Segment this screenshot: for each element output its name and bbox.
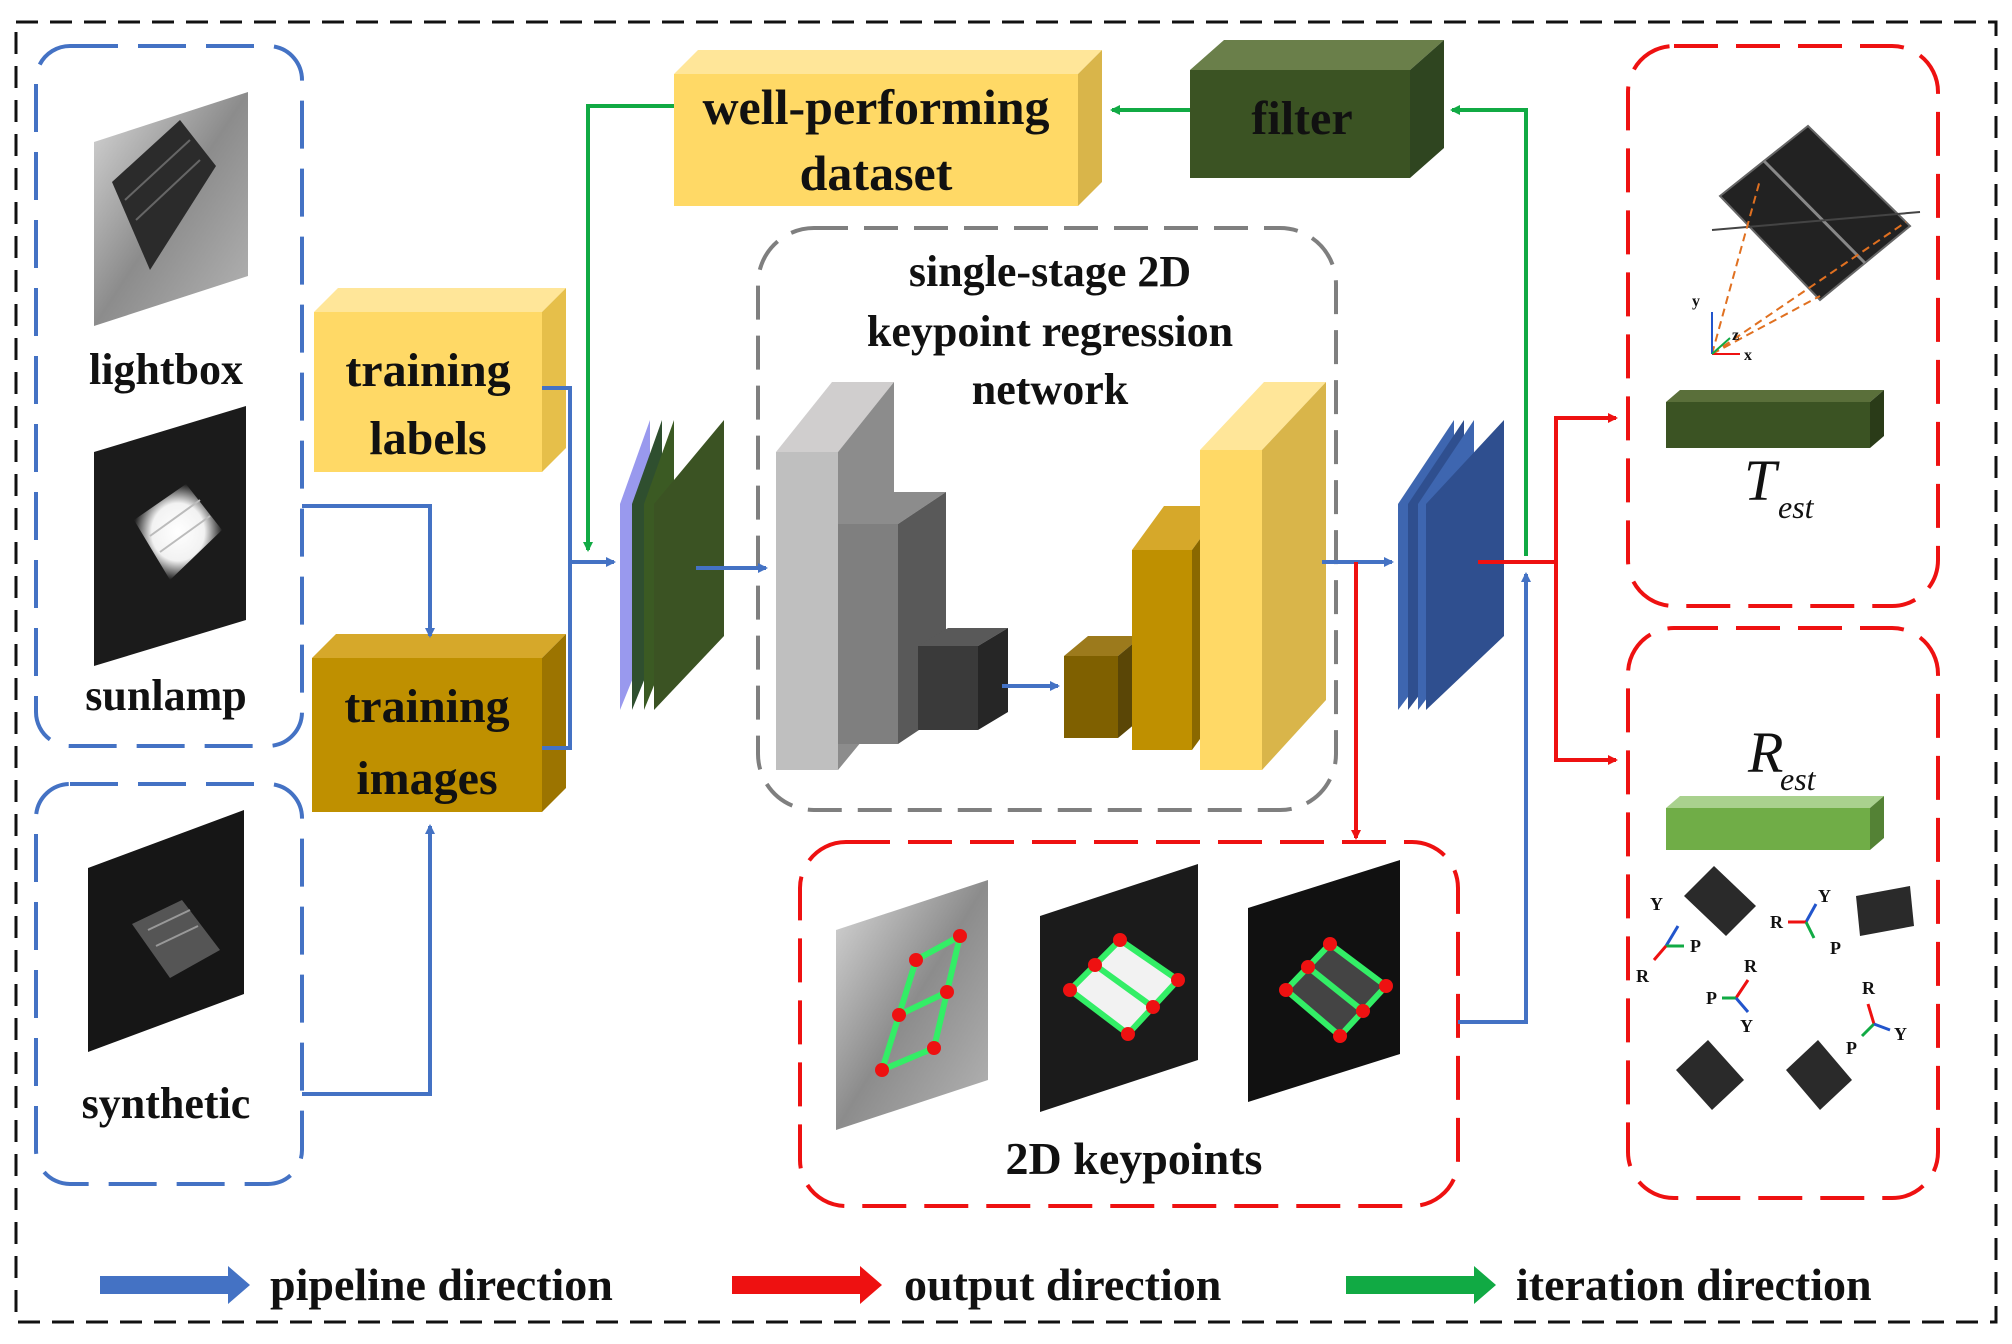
synthetic-images-frame [34,782,304,1186]
training-labels-line1: training [345,344,510,397]
sunlamp-label: sunlamp [85,671,246,720]
rotation-frame [1626,626,1940,1200]
translation-frame [1626,44,1940,608]
network-line1: single-stage 2D [909,247,1191,296]
rot-y4-label: Y [1894,1024,1907,1044]
network-line2: keypoint regression [867,307,1233,356]
keypoints-image-synthetic [1248,860,1400,1102]
keypoints-label: 2D keypoints [1006,1133,1263,1184]
filter-label: filter [1251,92,1352,145]
lightbox-label: lightbox [89,345,243,394]
network-frame [756,226,1338,812]
training-images-line1: training [344,680,509,733]
translation-visual: y z x [1692,124,1921,364]
keypoints-image-sunlamp [1040,864,1198,1112]
translation-bar [1666,390,1884,448]
training-images-line2: images [356,752,497,805]
axis-x-label: x [1744,347,1752,364]
lightbox-image [94,92,248,326]
decoder-block-3 [1200,382,1326,770]
legend-pipeline-label: pipeline direction [270,1259,613,1310]
filter-block: filter [1190,40,1444,178]
rot-y3-label: Y [1740,1016,1753,1036]
dataset-line1: well-performing [702,79,1049,135]
output-tensor-stack [1398,420,1504,710]
legend-iteration-arrow [1346,1266,1496,1304]
keypoints-image-lightbox [836,880,988,1130]
training-labels-block: training labels [314,288,566,472]
network-line3: network [972,365,1129,414]
rotation-symbol: R [1747,720,1783,785]
outer-frame [14,20,1998,1324]
well-performing-dataset-block: well-performing dataset [674,50,1102,206]
rot-y-label: Y [1650,894,1663,914]
pipeline-arrows [302,386,1531,1096]
synthetic-label: synthetic [82,1079,251,1128]
legend-iteration-label: iteration direction [1516,1259,1872,1310]
real-images-frame [34,44,304,748]
synthetic-image [88,810,244,1052]
rot-p2-label: P [1830,938,1841,958]
training-images-block: training images [312,634,566,812]
rot-r3-label: R [1744,956,1758,976]
training-labels-line2: labels [369,412,486,465]
rot-r-label: R [1636,966,1650,986]
sunlamp-image [94,406,246,666]
decoder-block-1 [1064,636,1142,738]
translation-subscript: est [1778,489,1815,525]
legend-output-arrow [732,1266,882,1304]
rot-p4-label: P [1846,1038,1857,1058]
legend: pipeline direction output direction iter… [100,1259,1872,1310]
dataset-line2: dataset [800,145,953,201]
translation-symbol: T [1744,448,1780,513]
encoder-block-3 [918,628,1008,730]
rot-y2-label: Y [1818,886,1831,906]
rot-p3-label: P [1706,988,1717,1008]
rotation-visuals: Y P R Y R P R P Y R P Y [1636,866,1914,1110]
rot-r4-label: R [1862,978,1876,998]
axis-y-label: y [1692,293,1700,310]
axis-z-label: z [1732,327,1739,344]
rotation-bar [1666,796,1884,850]
legend-pipeline-arrow [100,1266,250,1304]
legend-output-label: output direction [904,1259,1221,1310]
input-tensor-stack [620,420,724,710]
rot-p-label: P [1690,936,1701,956]
rotation-subscript: est [1780,761,1817,797]
output-arrows [1351,413,1618,840]
iteration-arrows [583,104,1528,556]
rot-r2-label: R [1770,912,1784,932]
